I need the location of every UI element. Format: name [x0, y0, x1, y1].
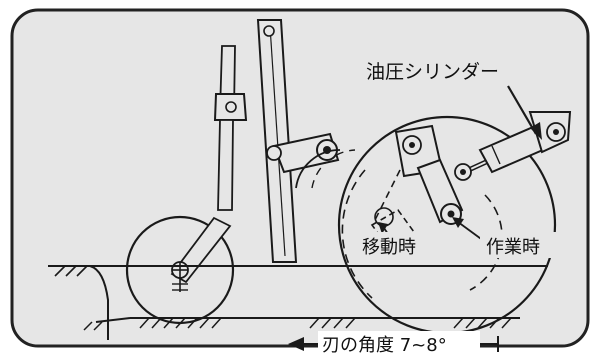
frame-post	[256, 19, 341, 263]
blade-angle-label: 刃の角度 7~8°	[322, 335, 447, 356]
ground-surface	[48, 265, 548, 340]
cylinder-label-bg	[362, 56, 514, 84]
cylinder-label: 油圧シリンダー	[366, 61, 499, 83]
cutter-arm	[370, 124, 464, 249]
blade-angle-indicator: 刃の角度 7~8°	[288, 331, 499, 357]
moving-label-bg	[356, 232, 434, 258]
hydraulic-cylinder	[454, 111, 572, 181]
left-arrow-icon	[288, 337, 304, 351]
working-label-bg	[480, 232, 558, 258]
working-position-label: 作業時	[486, 237, 540, 258]
moving-position-label: 移動時	[362, 237, 416, 258]
furrow-bottom	[83, 317, 520, 331]
